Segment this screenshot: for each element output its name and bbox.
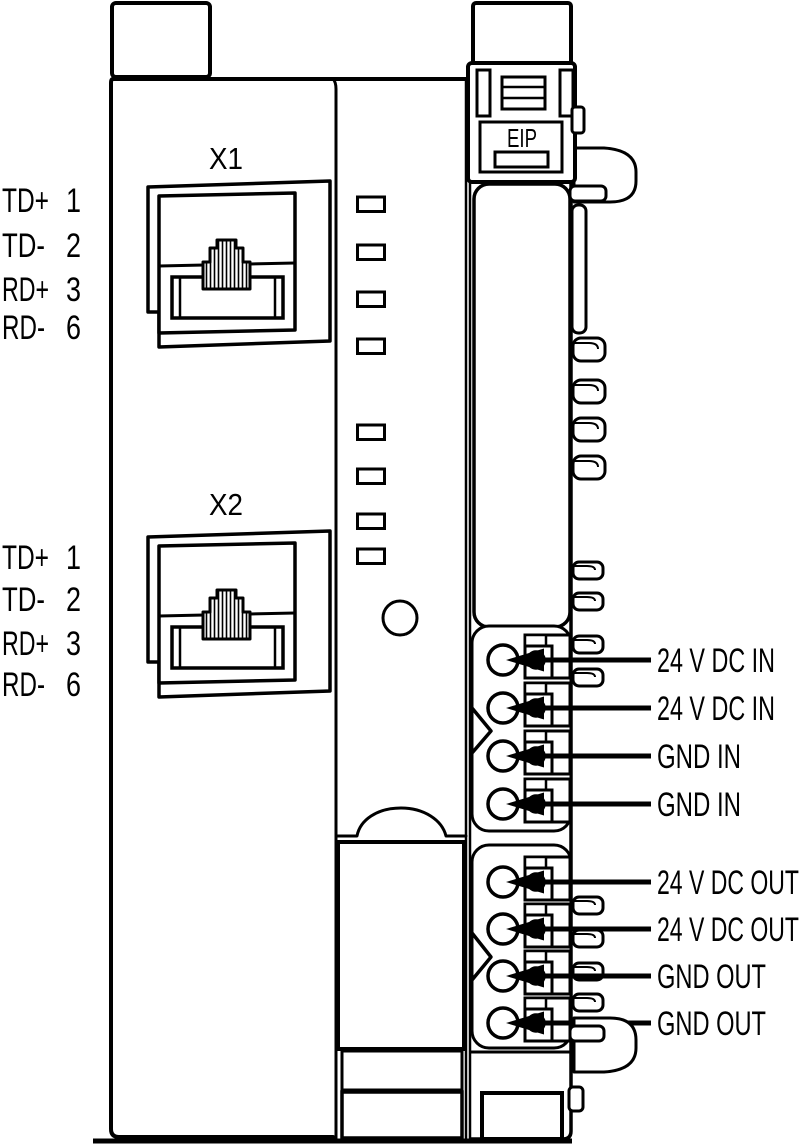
power-terminal-group-out xyxy=(470,843,651,1050)
side-panel xyxy=(472,182,572,629)
led-indicator xyxy=(356,243,386,261)
bus-contact xyxy=(571,895,605,916)
terminal-label: 24 V DC OUT xyxy=(657,864,799,902)
port-x2-pinout: TD+ 1 TD- 2 RD+ 3 RD- 6 xyxy=(2,539,81,704)
pin-signal: RD+ xyxy=(2,625,49,663)
led-faceplate xyxy=(334,77,468,1140)
bus-contact xyxy=(571,928,605,949)
left-module xyxy=(109,1,469,1141)
port-x1: X1 xyxy=(148,141,330,347)
led-indicator xyxy=(356,547,386,565)
pin-signal: TD- xyxy=(2,227,45,265)
flap-band-lower xyxy=(340,1090,464,1140)
led-indicator xyxy=(356,423,386,441)
pin-signal: TD+ xyxy=(2,182,49,220)
bus-contacts xyxy=(571,336,607,1013)
terminal-label: 24 V DC OUT xyxy=(657,911,799,949)
terminal-label: 24 V DC IN xyxy=(657,642,775,680)
bus-contact xyxy=(571,992,605,1013)
power-terminal-group-in xyxy=(470,624,651,833)
latch-rail-right xyxy=(558,68,575,118)
pin-signal: TD+ xyxy=(2,539,49,577)
bus-contact xyxy=(571,378,607,405)
pin-number: 1 xyxy=(66,539,81,577)
terminal-label: GND IN xyxy=(657,738,741,776)
top-mounting-tab-right xyxy=(471,1,573,67)
pin-signal: RD+ xyxy=(2,271,49,309)
group-chevron xyxy=(470,931,493,982)
group-chevron xyxy=(470,706,493,755)
right-module: EIP xyxy=(466,1,651,1141)
latch-slider xyxy=(500,75,547,111)
pin-number: 6 xyxy=(66,309,81,347)
terminal-label: GND OUT xyxy=(657,1005,766,1043)
rj45-jack-x2 xyxy=(148,531,330,697)
led-indicator xyxy=(356,195,386,213)
bus-contact xyxy=(571,560,605,581)
pin-number: 2 xyxy=(66,227,81,265)
bus-contact xyxy=(571,634,605,655)
side-rail xyxy=(570,203,588,335)
pin-signal: RD- xyxy=(2,666,45,704)
bus-contact xyxy=(571,667,605,688)
bottom-section xyxy=(471,1050,585,1141)
pin-signal: TD- xyxy=(2,581,45,619)
eip-label: EIP xyxy=(507,123,537,153)
rj45-jack-x1 xyxy=(148,181,330,347)
led-indicator xyxy=(356,337,386,355)
pin-number: 6 xyxy=(66,666,81,704)
eip-plate-slot xyxy=(493,150,550,169)
latch-side-tab xyxy=(570,105,586,135)
bus-latch: EIP xyxy=(466,61,586,184)
latch-rail-left xyxy=(475,68,492,118)
left-module-outline xyxy=(109,77,469,1139)
led-indicators xyxy=(356,195,386,565)
faceplate-bottom-arch xyxy=(334,806,468,838)
mode-button xyxy=(381,599,419,637)
bus-contact xyxy=(571,454,607,481)
terminal-label: GND OUT xyxy=(657,958,766,996)
terminal-label: 24 V DC IN xyxy=(657,690,775,728)
pin-signal: RD- xyxy=(2,309,45,347)
top-mounting-tab-left xyxy=(110,1,212,79)
bottom-side-bump xyxy=(567,1085,585,1113)
bus-contact xyxy=(571,591,605,612)
port-x2: X2 xyxy=(148,487,330,697)
hook-finger-top xyxy=(568,184,608,203)
led-indicator xyxy=(356,290,386,308)
port-x1-pinout: TD+ 1 TD- 2 RD+ 3 RD- 6 xyxy=(2,182,81,347)
flap-band-upper xyxy=(340,1049,464,1092)
module-divider xyxy=(331,77,338,1141)
pin-number: 1 xyxy=(66,182,81,220)
port-x1-title: X1 xyxy=(209,141,243,176)
pin-number: 3 xyxy=(66,625,81,663)
pin-number: 3 xyxy=(66,271,81,309)
led-indicator xyxy=(356,467,386,485)
flap-door xyxy=(336,840,466,1051)
bus-contact xyxy=(571,416,607,443)
hook-finger-bottom xyxy=(568,1024,606,1043)
terminal-labels: 24 V DC IN 24 V DC IN GND IN GND IN 24 V… xyxy=(657,642,799,1043)
front-flap xyxy=(336,840,466,1140)
pin-number: 2 xyxy=(66,581,81,619)
port-x2-title: X2 xyxy=(209,487,243,522)
led-indicator xyxy=(356,512,386,530)
terminal-label: GND IN xyxy=(657,786,741,824)
bus-contact xyxy=(571,336,607,363)
bottom-slot xyxy=(480,1091,564,1141)
